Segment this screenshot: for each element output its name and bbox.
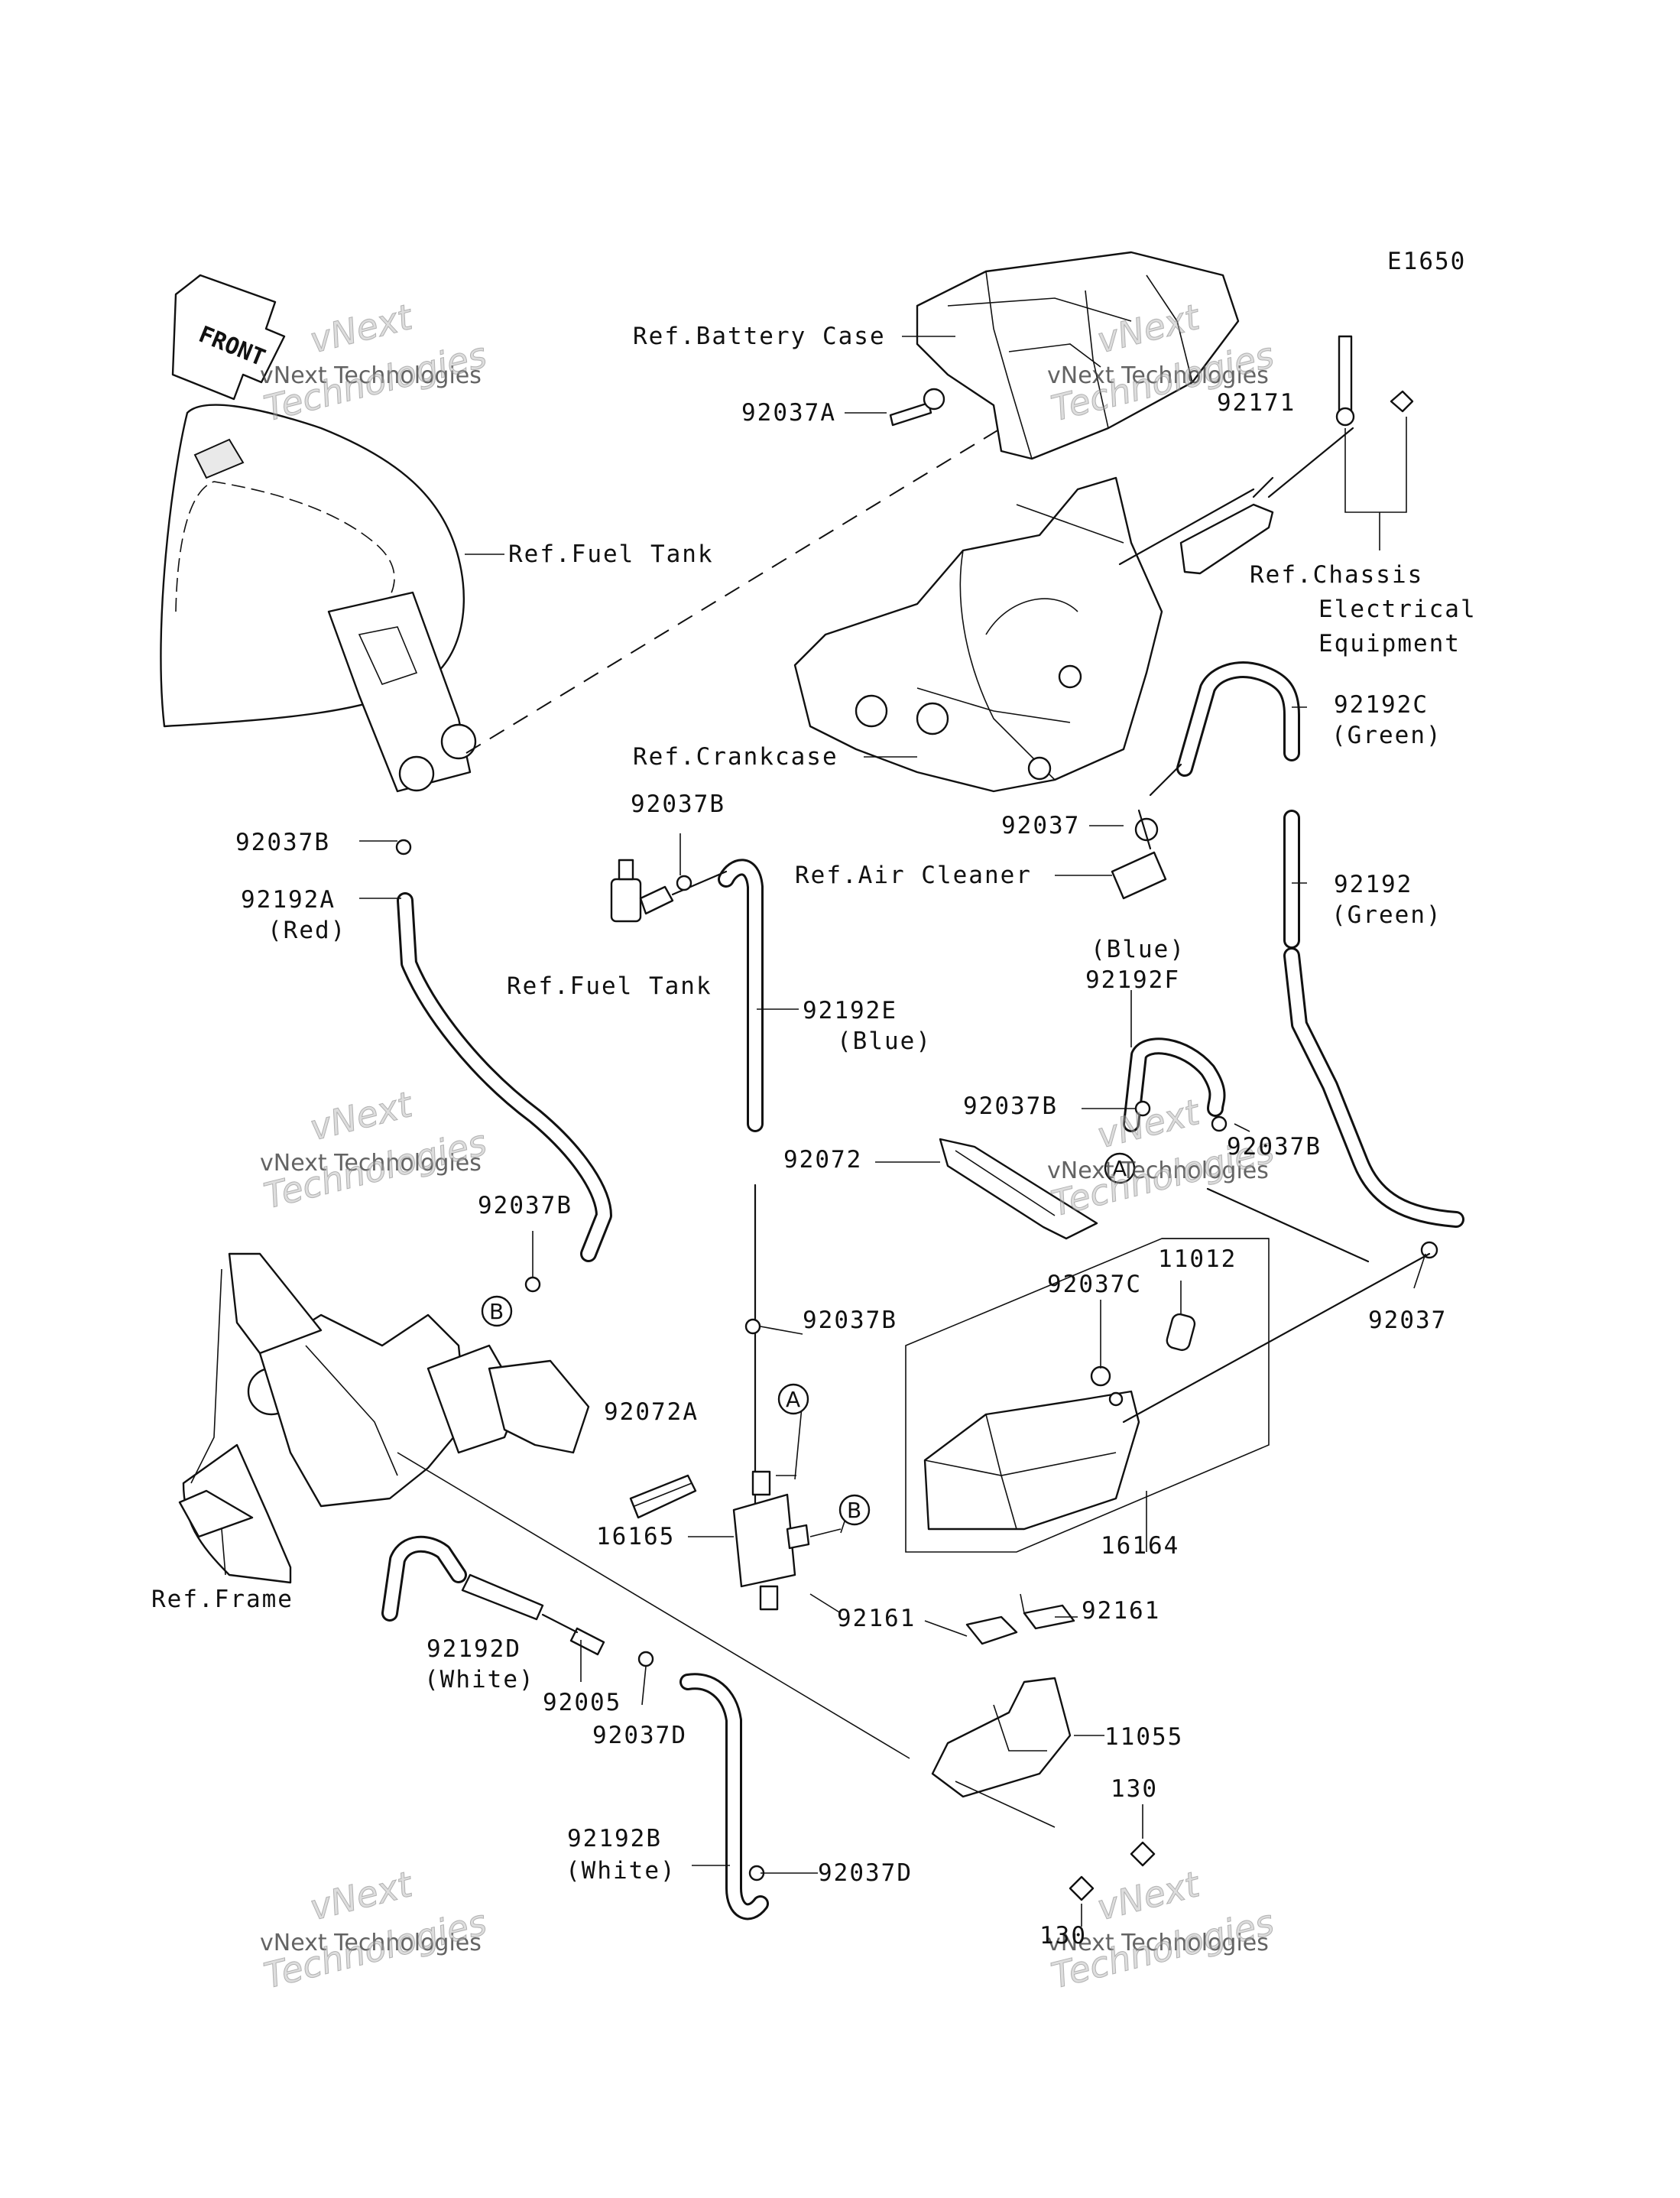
label-92037A: 92037A <box>741 399 836 427</box>
label-92037-1: 92037 <box>1001 812 1081 839</box>
label-130-2: 130 <box>1039 1922 1087 1950</box>
label-92037B-6: 92037B <box>803 1307 897 1334</box>
bolt-130-drawing <box>1069 1841 1156 1901</box>
label-92037D-1: 92037D <box>592 1722 687 1749</box>
label-92192F: 92192F <box>1085 966 1180 994</box>
hose-92192A-drawing <box>397 892 612 1262</box>
label-92161-2: 92161 <box>1082 1597 1161 1625</box>
label-92037B-2: 92037B <box>235 829 330 856</box>
label-ref-air-cleaner: Ref.Air Cleaner <box>795 862 1032 889</box>
label-92192B-color: (White) <box>566 1857 676 1885</box>
label-92192E-color: (Blue) <box>837 1028 932 1055</box>
battery-case-drawing <box>916 251 1240 460</box>
label-16164: 16164 <box>1101 1532 1180 1560</box>
label-92192F-color: (Blue) <box>1091 936 1185 963</box>
chassis-electrical-drawing <box>1335 335 1414 550</box>
bracket-11055-drawing <box>931 1604 1075 1828</box>
label-92037-2: 92037 <box>1368 1307 1448 1334</box>
strap-92072-drawing <box>939 1138 1098 1240</box>
frame-drawing <box>178 1252 910 1759</box>
label-ref-fuel-tank-mid: Ref.Fuel Tank <box>507 972 712 1000</box>
label-16165: 16165 <box>596 1523 676 1550</box>
marker-a-upper: A <box>1104 1152 1136 1184</box>
fuel-tank-drawing <box>160 404 477 793</box>
hose-f-leader <box>1206 1187 1370 1263</box>
hose-92192F-drawing <box>1123 1037 1226 1132</box>
label-92171: 92171 <box>1217 389 1296 417</box>
label-92192A: 92192A <box>241 886 336 914</box>
canister-to-clamp-line <box>1122 1252 1431 1424</box>
label-92037C: 92037C <box>1047 1271 1142 1298</box>
label-ref-chassis-3: Equipment <box>1318 630 1461 657</box>
label-92192-color: (Green) <box>1331 901 1442 929</box>
label-92072: 92072 <box>783 1146 863 1174</box>
clamp-icons <box>395 839 1438 1881</box>
label-92192: 92192 <box>1334 871 1413 898</box>
crankcase-drawing <box>793 476 1163 793</box>
label-11055: 11055 <box>1104 1723 1184 1751</box>
label-ref-fuel-tank-top: Ref.Fuel Tank <box>508 541 714 568</box>
bolt-92037A-drawing <box>889 388 945 427</box>
label-92037B-5: 92037B <box>478 1192 572 1219</box>
label-92192C: 92192C <box>1334 691 1429 719</box>
canister-16164-drawing <box>923 1365 1140 1531</box>
canister-bracket-outline <box>905 1238 1270 1553</box>
fuel-petcock-drawing <box>610 859 674 923</box>
marker-b-left: B <box>481 1295 513 1327</box>
plug-11012-drawing <box>1166 1313 1196 1352</box>
label-92192A-color: (Red) <box>268 917 347 944</box>
label-92192E: 92192E <box>803 997 897 1024</box>
label-92037B-3: 92037B <box>963 1093 1058 1120</box>
label-ref-chassis-1: Ref.Chassis <box>1250 561 1424 589</box>
hose-92192C-drawing <box>1176 661 1464 1228</box>
label-92005: 92005 <box>543 1689 622 1716</box>
svg-text:A: A <box>1112 1156 1127 1181</box>
tank-to-crankcase-leader <box>465 427 1002 754</box>
diagram-code: E1650 <box>1387 248 1467 275</box>
hose-92192B-drawing <box>679 1673 769 1920</box>
marker-a-lower: A <box>777 1383 809 1415</box>
label-ref-battery-case: Ref.Battery Case <box>633 323 886 350</box>
label-92037B-1: 92037B <box>631 791 725 818</box>
label-130-1: 130 <box>1111 1775 1158 1803</box>
svg-text:B: B <box>489 1299 504 1324</box>
air-cleaner-fitting-drawing <box>1111 763 1182 900</box>
label-92192D: 92192D <box>426 1635 521 1663</box>
label-92161-1: 92161 <box>837 1605 916 1632</box>
bracket-92171-drawing <box>1118 427 1354 575</box>
front-arrow-icon: FRONT <box>171 274 286 401</box>
label-92192D-color: (White) <box>424 1666 535 1693</box>
marker-b-filter: B <box>838 1494 871 1526</box>
label-92072A: 92072A <box>604 1398 699 1426</box>
label-92192C-color: (Green) <box>1331 722 1442 749</box>
svg-text:B: B <box>847 1498 861 1523</box>
label-92037D-2: 92037D <box>818 1859 913 1887</box>
label-92037B-4: 92037B <box>1227 1133 1322 1161</box>
strap-92072A-drawing <box>629 1474 697 1519</box>
label-ref-crankcase: Ref.Crankcase <box>633 743 838 771</box>
label-ref-chassis-2: Electrical <box>1318 596 1477 623</box>
label-ref-frame: Ref.Frame <box>151 1586 294 1613</box>
hose-92192E-drawing <box>671 859 764 1515</box>
label-92192B: 92192B <box>567 1825 662 1852</box>
svg-text:A: A <box>786 1387 800 1412</box>
hose-92192D-drawing <box>381 1535 605 1656</box>
label-11012: 11012 <box>1158 1245 1237 1273</box>
fuel-filter-16165-drawing <box>732 1470 810 1611</box>
